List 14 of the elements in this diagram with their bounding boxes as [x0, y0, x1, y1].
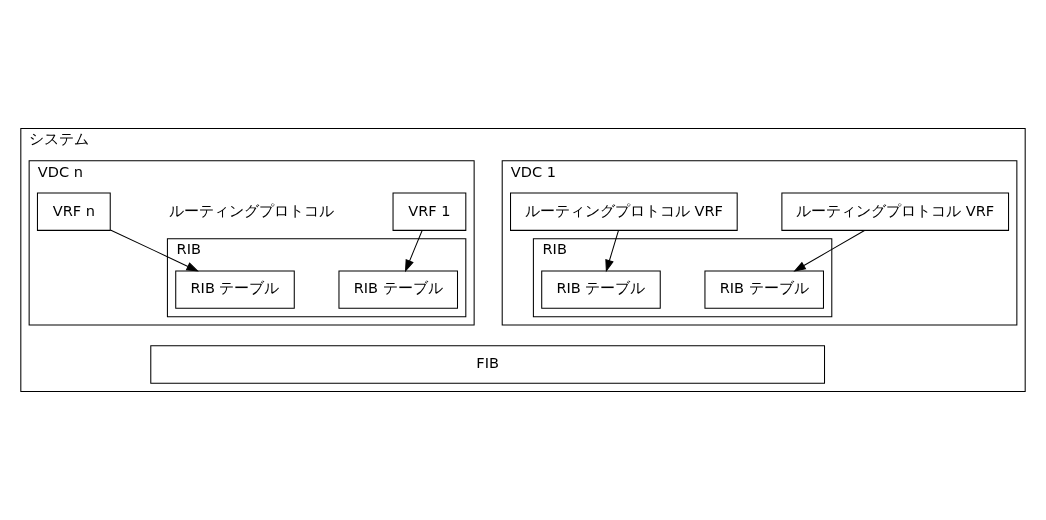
arrow [793, 229, 865, 272]
node-box: ルーティングプロトコル VRF [510, 192, 738, 231]
node-box: RIB テーブル [704, 270, 824, 309]
node-box: VRF 1 [392, 192, 467, 231]
label: ルーティングプロトコル [169, 201, 335, 219]
node-box: VRF n [36, 192, 111, 231]
node-box: FIB [150, 345, 826, 384]
node-box: RIB テーブル [338, 270, 458, 309]
node-box: RIB テーブル [541, 270, 661, 309]
node-box: RIB テーブル [175, 270, 295, 309]
arrow [109, 229, 199, 272]
arrow [605, 230, 619, 273]
node-box: ルーティングプロトコル VRF [781, 192, 1010, 231]
arrow [405, 230, 423, 273]
